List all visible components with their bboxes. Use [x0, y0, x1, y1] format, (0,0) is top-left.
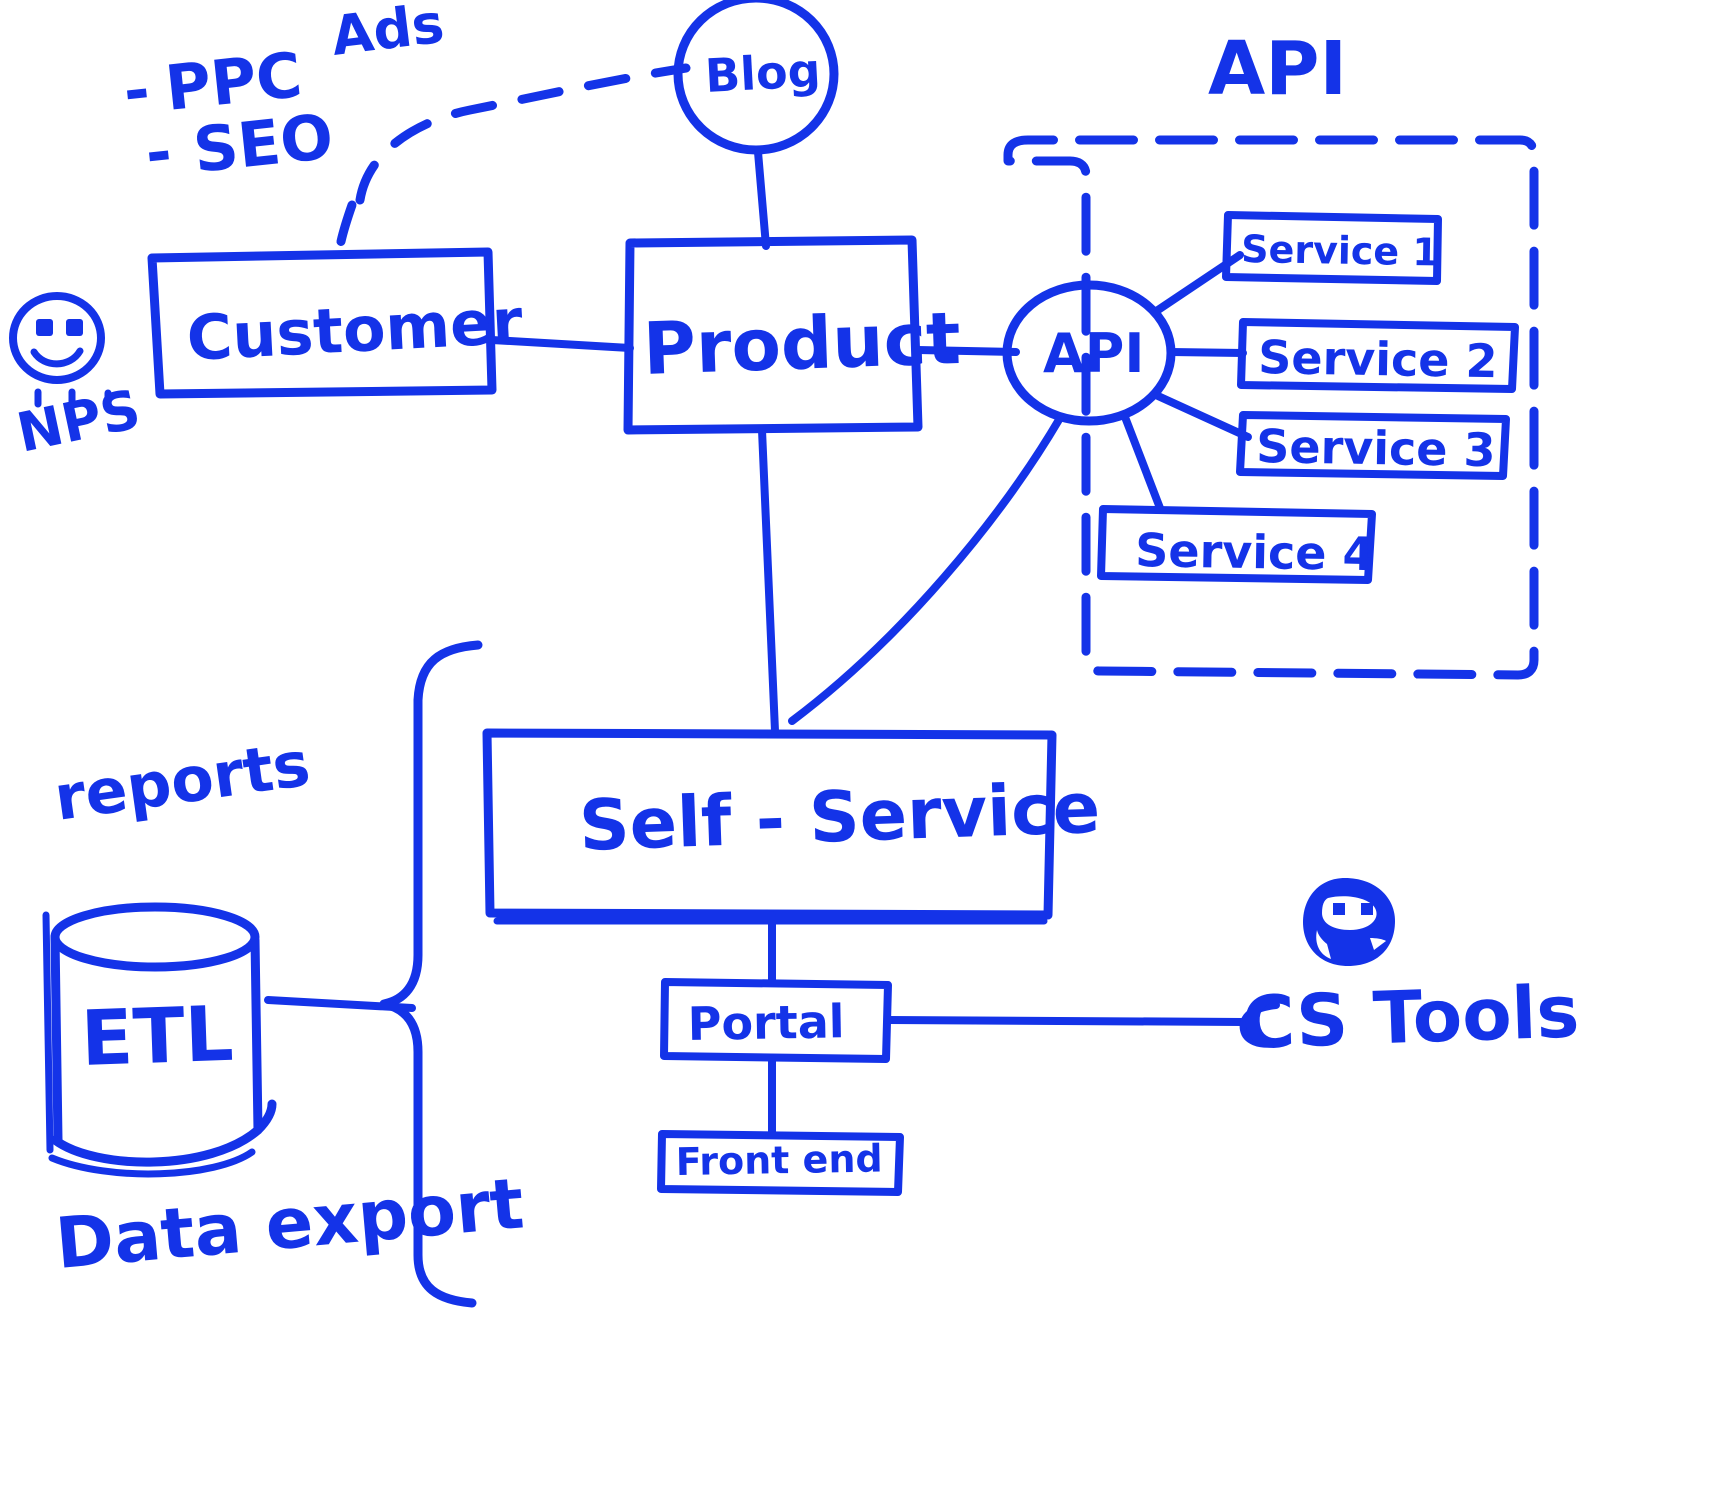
product-selfservice-link: [758, 426, 779, 735]
api-selfservice-link: [788, 414, 1064, 725]
product-label: Product: [642, 296, 962, 391]
front-end-label: Front end: [675, 1136, 883, 1184]
blog-node[interactable]: [673, 0, 839, 250]
seo-bullet-marker: -: [142, 115, 175, 190]
etl-database-icon[interactable]: [42, 902, 277, 1178]
smiley-face-icon: [9, 292, 112, 408]
portal-box[interactable]: [660, 978, 892, 1063]
api-group-title: API: [1208, 26, 1347, 112]
etl-label: ETL: [80, 989, 235, 1083]
portal-label: Portal: [687, 994, 845, 1051]
service-2-label: Service 2: [1258, 330, 1498, 388]
etl-brace-link: [264, 996, 416, 1012]
ads-group-label: Ads: [328, 0, 447, 68]
data-export-label: Data export: [52, 1162, 527, 1285]
service-3-label: Service 3: [1256, 419, 1496, 477]
portal-cstools-link: [884, 1016, 1247, 1026]
customer-product-link: [488, 336, 634, 352]
product-api-link: [914, 346, 1020, 356]
ads-dashed-connector: [333, 63, 691, 263]
support-face-icon: [1303, 878, 1395, 966]
nps-label: NPS: [12, 377, 146, 464]
service-1-box[interactable]: [1222, 211, 1442, 285]
api-hub-label: API: [1043, 322, 1144, 385]
service-3-box[interactable]: [1236, 411, 1510, 480]
api-group-region: [1003, 135, 1539, 680]
front-end-box[interactable]: [657, 1130, 904, 1196]
cstools-arc: [1239, 1001, 1282, 1048]
service-4-label: Service 4: [1135, 523, 1375, 581]
cs-tools-label: CS Tools: [1241, 969, 1581, 1065]
reports-label: reports: [50, 727, 314, 835]
service-1-label: Service 1: [1241, 227, 1439, 274]
service-4-box[interactable]: [1097, 505, 1376, 584]
service-2-box[interactable]: [1237, 318, 1519, 393]
customer-label: Customer: [185, 284, 525, 375]
product-box[interactable]: [623, 235, 923, 435]
self-service-label: Self - Service: [578, 767, 1102, 867]
seo-bullet-label: SEO: [190, 100, 337, 187]
blog-label: Blog: [704, 43, 822, 103]
ppc-bullet-label: PPC: [162, 38, 305, 125]
customer-box[interactable]: [147, 247, 497, 399]
